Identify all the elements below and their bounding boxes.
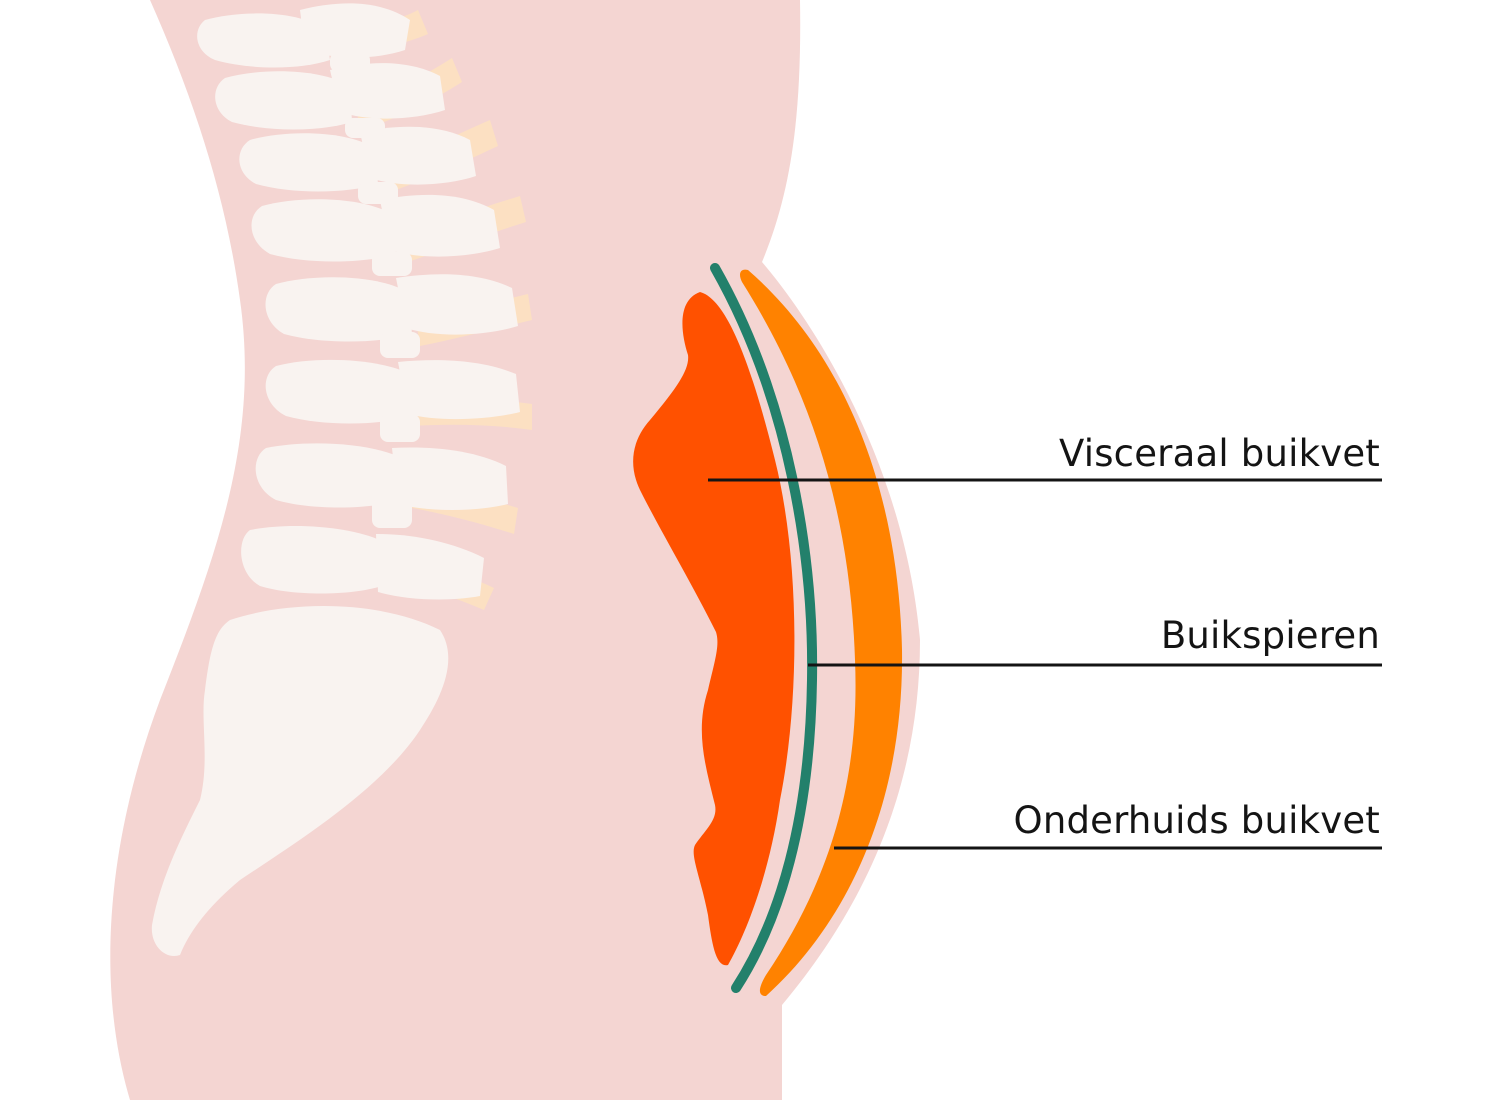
spinous-processes [330,52,420,528]
lumbar-spine [151,3,532,956]
label-abdominal-muscles: Buikspieren [1161,614,1380,657]
label-subcutaneous-fat: Onderhuids buikvet [1014,799,1381,842]
visceral-fat-region [633,292,795,966]
abdominal-muscle-band [710,263,818,993]
subcutaneous-fat-region [740,269,903,996]
label-visceral-fat: Visceraal buikvet [1059,432,1380,475]
vertebrae [151,3,520,956]
